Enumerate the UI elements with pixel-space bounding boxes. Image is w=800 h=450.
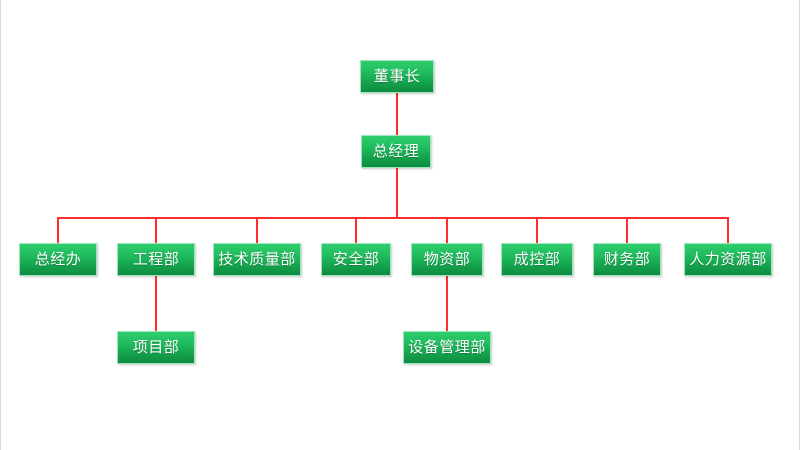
connector-bus-to-safety xyxy=(355,217,357,243)
org-node-project[interactable]: 项目部 xyxy=(117,331,195,364)
connector-gm-to-bus xyxy=(396,168,398,218)
connector-bus-to-gm-office xyxy=(57,217,59,243)
org-node-gm-office[interactable]: 总经办 xyxy=(19,243,97,276)
org-node-equipment-management[interactable]: 设备管理部 xyxy=(403,331,491,364)
org-node-tech-quality[interactable]: 技术质量部 xyxy=(213,243,301,276)
connector-bus-to-finance xyxy=(626,217,628,243)
org-node-materials[interactable]: 物资部 xyxy=(411,243,483,276)
connector-bus-to-materials xyxy=(446,217,448,243)
connector-department-bus xyxy=(58,217,727,219)
org-node-cost-control[interactable]: 成控部 xyxy=(501,243,573,276)
connector-chairman-to-gm xyxy=(396,93,398,135)
connector-engineering-to-project xyxy=(155,276,157,331)
connector-bus-to-hr xyxy=(727,217,729,243)
connector-bus-to-engineering xyxy=(155,217,157,243)
org-node-human-resources[interactable]: 人力资源部 xyxy=(684,243,772,276)
connector-bus-to-cost-control xyxy=(536,217,538,243)
connector-bus-to-tech-qa xyxy=(256,217,258,243)
org-node-chairman[interactable]: 董事长 xyxy=(360,60,434,93)
connector-materials-to-equipment xyxy=(446,276,448,331)
org-node-general-manager[interactable]: 总经理 xyxy=(361,135,431,168)
org-node-engineering[interactable]: 工程部 xyxy=(117,243,195,276)
org-node-safety[interactable]: 安全部 xyxy=(321,243,391,276)
org-node-finance[interactable]: 财务部 xyxy=(593,243,661,276)
